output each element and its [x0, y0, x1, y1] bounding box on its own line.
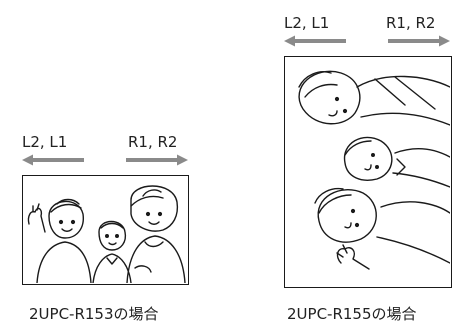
landscape-photo-frame: [22, 175, 189, 285]
family-sketch-icon: [298, 70, 450, 270]
arrow-left-icon: [22, 154, 84, 166]
label-r1-r2-left: R1, R2: [128, 133, 178, 151]
arrow-right-icon: [388, 35, 450, 47]
label-l2-l1-right: L2, L1: [284, 14, 330, 32]
caption-r155: 2UPC-R155の場合: [287, 305, 417, 323]
caption-r153: 2UPC-R153の場合: [29, 305, 159, 323]
arrow-left-icon: [284, 35, 346, 47]
label-r1-r2-right: R1, R2: [386, 14, 436, 32]
arrow-right-icon: [126, 154, 188, 166]
portrait-photo-frame: [284, 56, 452, 288]
family-sketch-icon: [27, 185, 186, 283]
label-l2-l1-left: L2, L1: [22, 133, 68, 151]
